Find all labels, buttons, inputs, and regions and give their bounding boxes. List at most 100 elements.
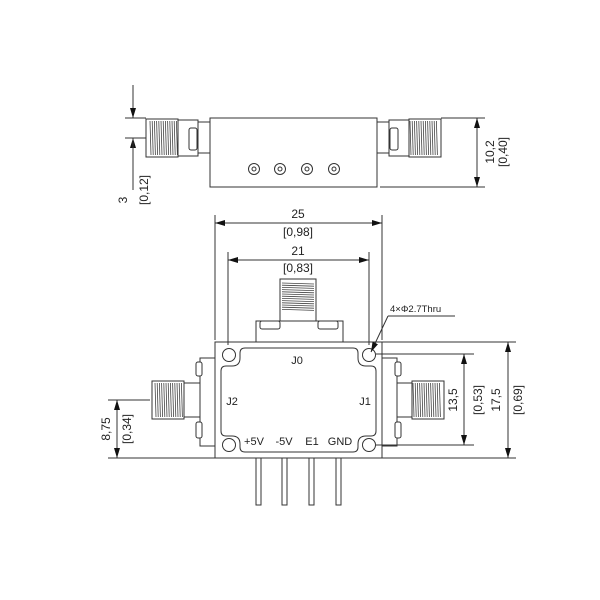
thread-line (281, 302, 315, 305)
dim-top-height-value: 10,2 (483, 140, 497, 164)
thread-line (416, 120, 418, 156)
thread-line (178, 382, 181, 418)
thread-line (439, 382, 441, 418)
thread-line (281, 282, 315, 285)
dim-top-height-inch: [0,40] (496, 137, 510, 167)
dim-width-value: 25 (291, 207, 305, 221)
top-left-connector (145, 118, 211, 158)
mounting-hole (222, 438, 236, 452)
dim-hole-y-inch: [0,53] (471, 385, 485, 415)
port-label-j2: J2 (226, 396, 238, 408)
thread-line (427, 120, 429, 156)
thread-line (170, 382, 172, 418)
j0-connector (255, 278, 344, 343)
mounting-hole (222, 348, 236, 362)
thread-line (422, 120, 425, 156)
dim-hole-x-inch: [0,83] (283, 261, 313, 275)
thread-line (432, 382, 435, 418)
bottom-view: J0 J2 J1 +5V -5V E1 GND 25 [0,98] 21 [0,… (99, 207, 525, 506)
thread-line (171, 120, 174, 156)
hole-note: 4×Φ2.7Thru (390, 304, 441, 315)
thread-line (281, 287, 315, 289)
thread-line (281, 293, 315, 296)
top-view: 3 [0,12] 10,2 [0,40] (116, 85, 510, 205)
top-pins (248, 163, 340, 175)
thread-line (281, 306, 315, 309)
thread-line (181, 382, 183, 418)
thread-line (421, 382, 424, 418)
thread-line (436, 120, 438, 156)
thread-line (176, 120, 178, 156)
thread-line (151, 120, 154, 156)
dim-width-inch: [0,98] (283, 225, 313, 239)
thread-line (158, 120, 161, 156)
thread-line (281, 304, 315, 307)
thread-line (434, 382, 437, 418)
dim-offset-value: 3 (116, 196, 130, 203)
thread-line (169, 120, 172, 156)
dim-hole-y-value: 13,5 (446, 388, 460, 412)
bottom-body (214, 341, 383, 459)
thread-line (425, 382, 428, 418)
port-label-j0: J0 (291, 355, 303, 367)
pin-label: GND (328, 436, 353, 448)
thread-line (154, 120, 156, 156)
thread-line (414, 120, 416, 156)
dim-hole-x-value: 21 (291, 244, 305, 258)
top-body (209, 117, 378, 188)
thread-line (163, 382, 166, 418)
thread-line (156, 382, 159, 418)
dim-height-value: 17,5 (489, 388, 503, 412)
thread-line (412, 382, 415, 418)
inner-outline (220, 347, 377, 453)
thread-line (173, 120, 176, 156)
thread-line (436, 382, 439, 418)
thread-line (167, 382, 170, 418)
thread-line (281, 284, 315, 287)
thread-line (167, 120, 169, 156)
thread-line (161, 382, 163, 418)
thread-line (281, 309, 315, 311)
mounting-hole (362, 348, 376, 362)
thread-line (417, 382, 419, 418)
thread-line (423, 382, 426, 418)
thread-line (433, 120, 436, 156)
thread-line (431, 120, 434, 156)
bottom-pins (255, 457, 342, 506)
dim-connector-offset-inch: [0,34] (120, 414, 134, 444)
thread-line (411, 120, 414, 156)
j1-connector (381, 357, 445, 447)
thread-line (174, 382, 177, 418)
thread-line (430, 382, 432, 418)
thread-line (162, 120, 165, 156)
thread-line (154, 382, 157, 418)
thread-line (409, 120, 412, 156)
thread-line (281, 295, 315, 298)
thread-line (176, 382, 179, 418)
dim-connector-offset-value: 8,75 (99, 417, 113, 441)
thread-line (419, 382, 421, 418)
thread-line (420, 120, 423, 156)
thread-line (165, 382, 168, 418)
pin-label: -5V (275, 436, 293, 448)
j2-connector (151, 357, 216, 447)
top-right-connector (376, 118, 442, 158)
thread-line (418, 120, 421, 156)
port-label-j1: J1 (359, 396, 371, 408)
thread-line (429, 120, 432, 156)
thread-line (281, 291, 315, 294)
thread-line (160, 120, 163, 156)
pin-label: +5V (244, 436, 265, 448)
thread-line (281, 298, 315, 300)
thread-line (281, 300, 315, 302)
dim-height-inch: [0,69] (511, 385, 525, 415)
thread-line (425, 120, 427, 156)
pin-label: E1 (305, 436, 318, 448)
thread-line (165, 120, 167, 156)
thread-line (281, 289, 315, 291)
thread-line (149, 120, 152, 156)
thread-line (156, 120, 158, 156)
thread-line (414, 382, 417, 418)
thread-line (159, 382, 161, 418)
